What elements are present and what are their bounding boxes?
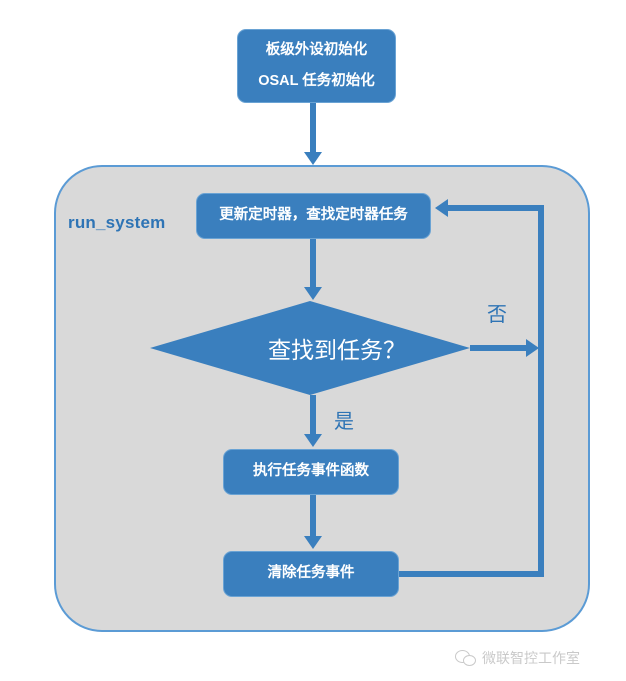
connector-yes-vertical [310,395,316,435]
connector-clear-to-riser [399,571,542,577]
arrowhead-init-to-timer [304,152,322,165]
run-system-label: run_system [68,213,166,232]
node-exec: 执行任务事件函数 [223,449,399,495]
node-clear-label: 清除任务事件 [267,565,355,582]
connector-no-horizontal [470,345,527,351]
arrowhead-yes-to-exec [304,434,322,447]
node-init-line1: 板级外设初始化 [265,42,368,59]
branch-label-no: 否 [487,304,507,326]
arrowhead-loop-into-timer [435,199,448,217]
node-decision-label: 查找到任务？ [268,338,406,363]
connector-loop-top-horizontal [448,205,544,211]
arrowhead-no-to-riser [526,339,539,357]
node-clear: 清除任务事件 [223,551,399,597]
node-init-line2: OSAL 任务初始化 [258,72,375,89]
branch-label-yes: 是 [334,411,354,433]
connector-exec-to-clear [310,495,316,537]
node-exec-label: 执行任务事件函数 [253,463,369,480]
node-init: 板级外设初始化 OSAL 任务初始化 [237,29,396,103]
node-decision: 查找到任务？ [150,301,470,395]
arrowhead-exec-to-clear [304,536,322,549]
connector-timer-to-decision [310,239,316,287]
node-timer: 更新定时器，查找定时器任务 [196,193,431,239]
watermark-text: 微联智控工作室 [482,650,580,666]
arrowhead-timer-to-decision [304,287,322,300]
connector-init-to-timer [310,103,316,153]
node-timer-label: 更新定时器，查找定时器任务 [219,207,408,224]
connector-loop-vertical [538,205,544,577]
watermark: 微联智控工作室 [455,648,580,668]
wechat-icon [455,648,476,668]
